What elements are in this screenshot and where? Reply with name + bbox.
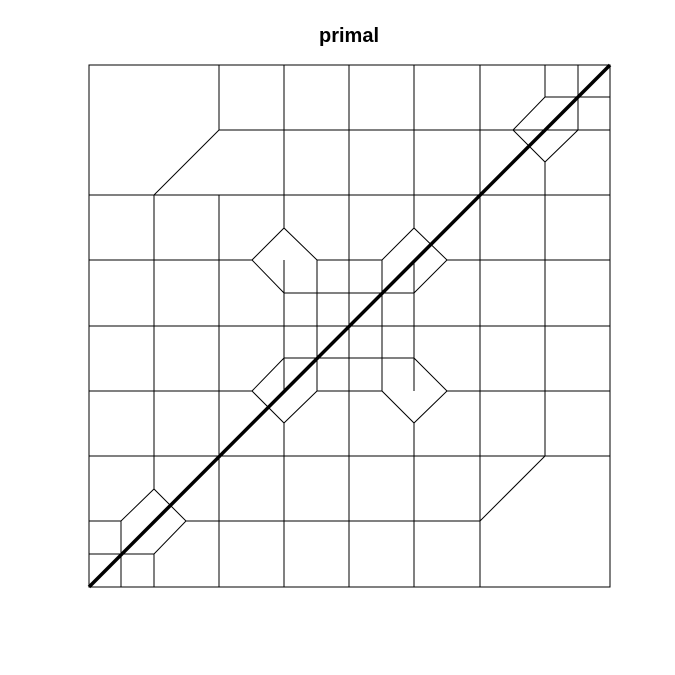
refined-cell	[251, 357, 318, 424]
refined-cell	[381, 227, 448, 294]
figure-title: primal	[319, 25, 379, 47]
mesh-edge	[153, 129, 220, 196]
refined-cell	[120, 488, 187, 555]
refined-cell	[381, 357, 448, 424]
diagonal-line	[87, 63, 612, 589]
mesh-edge	[479, 455, 546, 522]
refined-cell	[251, 227, 318, 294]
refined-cell	[512, 96, 579, 163]
